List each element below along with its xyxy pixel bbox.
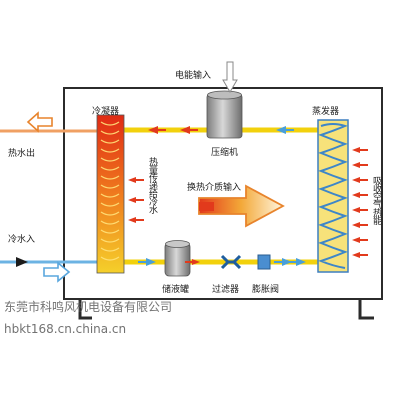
- housing-foot-right: [358, 299, 374, 320]
- exchange-input-label: 换热介质输入: [187, 183, 242, 193]
- cold-water-in-label: 冷水入: [8, 235, 36, 245]
- hot-water-out-label: 热水出: [8, 149, 36, 159]
- housing-frame: [63, 87, 383, 300]
- heat-exchange-arrow: [198, 184, 285, 228]
- compressor-label: 压缩机: [211, 148, 239, 158]
- power-input-arrow: [222, 61, 238, 93]
- condenser-label: 冷凝器: [92, 107, 120, 117]
- receiver-label: 储液罐: [162, 285, 190, 295]
- top-right-flow-arrows: [276, 126, 294, 134]
- evaporator-label: 蒸发器: [312, 107, 340, 117]
- watermark-company: 东莞市科鸣风机电设备有限公司: [4, 300, 173, 314]
- heat-transfer-label: 热量传递给冷水: [147, 157, 157, 213]
- compressor: [206, 93, 243, 139]
- cold-water-arrow-outline: [43, 261, 71, 283]
- cold-water-arrow-solid: [16, 257, 28, 267]
- evaporator-air-arrows: [352, 147, 368, 258]
- expansion-valve-label: 膨胀阀: [252, 285, 280, 295]
- top-flow-arrows: [148, 126, 198, 134]
- watermark-url: hbkt168.cn.china.cn: [4, 322, 127, 336]
- bottom-flow-arrows-red: [185, 259, 200, 265]
- housing-foot-left: [78, 299, 92, 320]
- power-input-label: 电能输入: [175, 71, 212, 81]
- expansion-valve-shape: [257, 254, 271, 270]
- hot-water-arrow: [26, 111, 53, 133]
- absorb-heat-label: 吸收空气热能: [371, 176, 381, 224]
- evaporator-coil: [318, 123, 348, 269]
- compressor-top: [207, 90, 242, 100]
- condenser-coil: [100, 121, 120, 261]
- bottom-flow-arrows: [138, 258, 306, 266]
- filter-shape: [220, 254, 242, 270]
- filter-label: 过滤器: [212, 285, 240, 295]
- receiver-tank: [164, 242, 191, 277]
- condenser-heat-arrows: [128, 177, 144, 223]
